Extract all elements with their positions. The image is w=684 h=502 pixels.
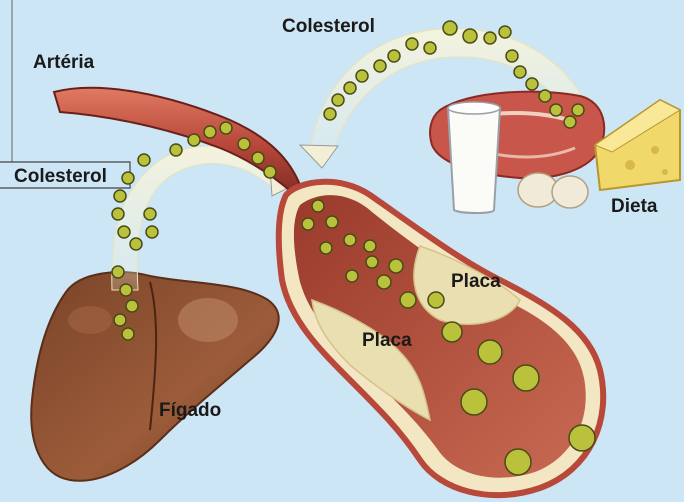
cholesterol-particle bbox=[389, 259, 403, 273]
cholesterol-particle bbox=[112, 266, 124, 278]
cholesterol-particle bbox=[252, 152, 264, 164]
cholesterol-particle bbox=[264, 166, 276, 178]
cholesterol-particle bbox=[388, 50, 400, 62]
cholesterol-particle bbox=[120, 284, 132, 296]
cholesterol-particle bbox=[220, 122, 232, 134]
cholesterol-particle bbox=[424, 42, 436, 54]
placa-label-upper: Placa bbox=[451, 271, 501, 293]
cholesterol-particle bbox=[188, 134, 200, 146]
cholesterol-particle bbox=[144, 208, 156, 220]
cholesterol-particle bbox=[484, 32, 496, 44]
cholesterol-particle bbox=[461, 389, 487, 415]
cholesterol-particle bbox=[442, 322, 462, 342]
cholesterol-particle bbox=[320, 242, 332, 254]
bracket-line bbox=[0, 0, 12, 162]
cholesterol-particle bbox=[428, 292, 444, 308]
cholesterol-particle bbox=[126, 300, 138, 312]
cheese-icon bbox=[595, 100, 680, 190]
cholesterol-particle bbox=[377, 275, 391, 289]
cholesterol-particle bbox=[138, 154, 150, 166]
cholesterol-particle bbox=[564, 116, 576, 128]
cholesterol-particle bbox=[204, 126, 216, 138]
cholesterol-particle bbox=[122, 328, 134, 340]
placa-label-lower: Placa bbox=[362, 330, 412, 352]
cholesterol-particle bbox=[312, 200, 324, 212]
cholesterol-particle bbox=[478, 340, 502, 364]
cholesterol-particle bbox=[344, 234, 356, 246]
cholesterol-particle bbox=[122, 172, 134, 184]
cholesterol-particle bbox=[302, 218, 314, 230]
cholesterol-particle bbox=[572, 104, 584, 116]
cholesterol-particle bbox=[463, 29, 477, 43]
arteria-label: Artéria bbox=[33, 52, 94, 74]
cholesterol-particle bbox=[170, 144, 182, 156]
cholesterol-particle bbox=[443, 21, 457, 35]
cholesterol-particle bbox=[499, 26, 511, 38]
cholesterol-particle bbox=[550, 104, 562, 116]
colesterol-label-top: Colesterol bbox=[282, 16, 375, 38]
cholesterol-particle bbox=[118, 226, 130, 238]
cholesterol-particle bbox=[356, 70, 368, 82]
cholesterol-particle bbox=[146, 226, 158, 238]
dieta-label: Dieta bbox=[611, 196, 657, 218]
figado-label: Fígado bbox=[159, 400, 221, 422]
cholesterol-particle bbox=[326, 216, 338, 228]
cholesterol-particle bbox=[346, 270, 358, 282]
cholesterol-particle bbox=[513, 365, 539, 391]
cholesterol-particle bbox=[130, 238, 142, 250]
cholesterol-particle bbox=[406, 38, 418, 50]
cholesterol-particle bbox=[539, 90, 551, 102]
cholesterol-particle bbox=[114, 190, 126, 202]
cholesterol-particle bbox=[238, 138, 250, 150]
cholesterol-particle bbox=[514, 66, 526, 78]
cholesterol-particle bbox=[114, 314, 126, 326]
liver-illustration bbox=[31, 272, 278, 481]
cholesterol-particle bbox=[400, 292, 416, 308]
cholesterol-particle bbox=[324, 108, 336, 120]
cholesterol-particle bbox=[374, 60, 386, 72]
cholesterol-particle bbox=[344, 82, 356, 94]
cholesterol-particle bbox=[506, 50, 518, 62]
colesterol-label-left: Colesterol bbox=[14, 166, 107, 188]
cholesterol-particle bbox=[505, 449, 531, 475]
cholesterol-particle bbox=[526, 78, 538, 90]
milk-glass-icon bbox=[448, 102, 500, 213]
cholesterol-particle bbox=[112, 208, 124, 220]
cholesterol-particle bbox=[332, 94, 344, 106]
cholesterol-particle bbox=[569, 425, 595, 451]
cholesterol-particle bbox=[366, 256, 378, 268]
eggs-icon bbox=[518, 173, 588, 208]
cholesterol-particle bbox=[364, 240, 376, 252]
